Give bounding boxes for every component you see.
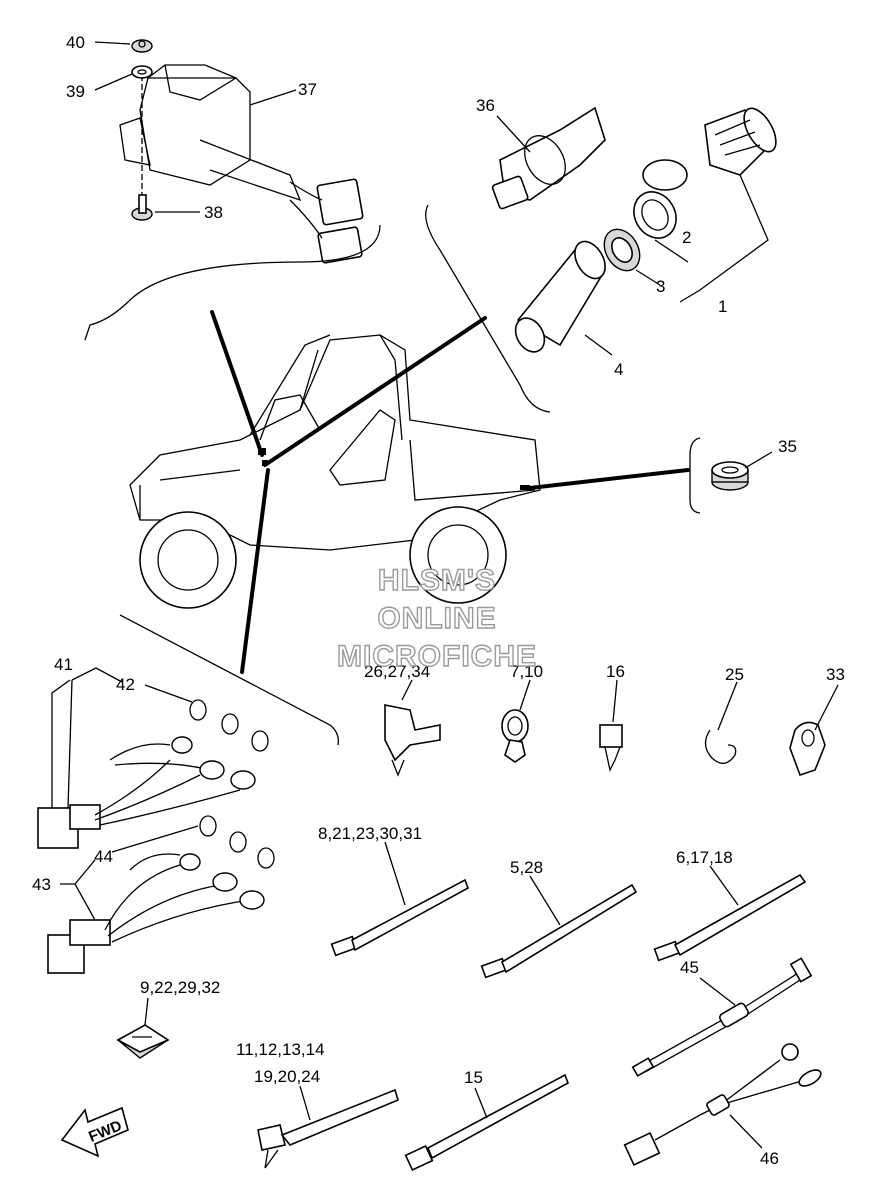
top-left-panel-border <box>84 224 381 341</box>
harness-panel-border <box>119 614 339 746</box>
washer-39 <box>131 65 153 79</box>
callout-3: 3 <box>656 277 665 296</box>
callout-40: 40 <box>66 33 85 52</box>
callout-26-27-34: 26,27,34 <box>364 662 430 681</box>
tie-mount-9-22-29-32 <box>116 1024 170 1059</box>
grommet-35 <box>711 461 749 491</box>
fwd-arrow: FWD <box>60 1106 129 1158</box>
leader-grommet <box>528 468 690 490</box>
callout-9-22-29-32: 9,22,29,32 <box>140 978 220 997</box>
callouts: 40 39 37 38 36 2 3 1 4 35 26,27,34 7,10 … <box>32 33 845 1168</box>
callout-39: 39 <box>66 82 85 101</box>
callout-33: 33 <box>826 665 845 684</box>
switch-unit-37 <box>119 64 364 264</box>
callout-16: 16 <box>606 662 625 681</box>
harness-43 <box>47 853 265 974</box>
leader-harness <box>240 468 270 674</box>
clip-16 <box>599 724 623 772</box>
nut-3 <box>603 228 641 272</box>
callout-44: 44 <box>94 847 113 866</box>
callout-1: 1 <box>718 297 727 316</box>
watermark: HLSM'S ONLINE MICROFICHE <box>336 563 537 673</box>
callout-7-10: 7,10 <box>510 662 543 681</box>
callout-4: 4 <box>614 360 623 379</box>
grommet-panel-border <box>689 437 701 514</box>
callout-5-28: 5,28 <box>510 858 543 877</box>
leader-socket <box>263 316 487 467</box>
cap-2 <box>633 159 688 239</box>
leader-switch <box>210 310 264 457</box>
boot-4 <box>514 240 607 353</box>
top-right-panel-border <box>425 204 551 413</box>
callout-25: 25 <box>725 665 744 684</box>
clip-33 <box>789 721 826 777</box>
flange-nut-40 <box>131 39 153 53</box>
callout-2: 2 <box>682 228 691 247</box>
tie-clip-11-19 <box>257 1088 399 1169</box>
watermark-line-3: MICROFICHE <box>337 640 537 673</box>
watermark-line-1: HLSM'S <box>378 564 496 597</box>
callout-15: 15 <box>464 1068 483 1087</box>
callout-41: 41 <box>54 655 73 674</box>
callout-8-21-23-30-31: 8,21,23,30,31 <box>318 824 422 843</box>
callout-45: 45 <box>680 958 699 977</box>
bulb-44 <box>199 815 275 869</box>
screw-38 <box>131 194 153 221</box>
lead-wire-46 <box>623 1043 822 1166</box>
socket-1 <box>704 107 777 176</box>
callout-19-20-24: 19,20,24 <box>254 1067 320 1086</box>
watermark-line-2: ONLINE <box>377 602 496 635</box>
clip-26-27-34 <box>384 704 441 777</box>
leader-bracket-1 <box>679 174 769 303</box>
tie-15 <box>404 1073 569 1171</box>
callout-6-17-18: 6,17,18 <box>676 848 733 867</box>
callout-42: 42 <box>116 675 135 694</box>
callout-11-12-13-14: 11,12,13,14 <box>236 1040 325 1059</box>
bulb-42 <box>189 699 269 752</box>
lead-wire-45 <box>631 957 813 1077</box>
callout-35: 35 <box>778 437 797 456</box>
callout-36: 36 <box>476 96 495 115</box>
callout-38: 38 <box>204 203 223 222</box>
callout-37: 37 <box>298 80 317 99</box>
utility-vehicle <box>129 334 541 609</box>
sensor-36 <box>491 106 606 210</box>
harness-41 <box>37 736 256 849</box>
tie-6-17-18 <box>653 873 807 962</box>
callout-46: 46 <box>760 1149 779 1168</box>
clip-7-10 <box>501 709 529 763</box>
tie-5-28 <box>480 883 638 979</box>
clip-25 <box>704 729 737 764</box>
tie-8-21-23-30-31 <box>330 878 469 957</box>
callout-43: 43 <box>32 875 51 894</box>
